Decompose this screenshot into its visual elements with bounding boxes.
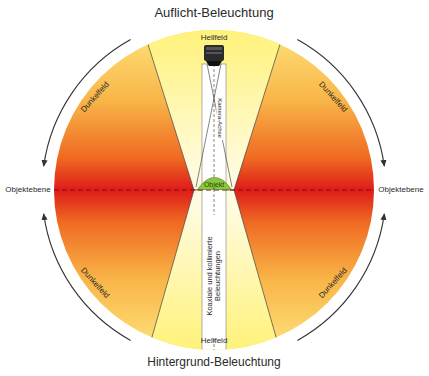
- direction-arc: [44, 214, 131, 340]
- camera-icon: [204, 45, 224, 66]
- direction-arc: [297, 40, 384, 166]
- object-shape: Objekt: [197, 177, 232, 190]
- field-of-view-line: [207, 64, 232, 187]
- axis-strip: [202, 64, 226, 364]
- direction-arc: [44, 40, 131, 166]
- section-title: Hintergrund-Beleuchtung: [144, 356, 283, 370]
- zone-label: Kamera-Achse: [217, 96, 224, 140]
- zone-label: Hellfeld: [201, 33, 228, 42]
- plane-label: Objektebene: [5, 185, 50, 194]
- direction-arc: [297, 214, 384, 340]
- zone-label: Koaxiale und kollimierte Beleuchtungen: [206, 215, 223, 337]
- zone-label: Hellfeld: [201, 336, 228, 345]
- section-title: Auflicht-Beleuchtung: [151, 6, 276, 21]
- object-label: Objekt: [197, 181, 232, 189]
- plane-label: Objektebene: [378, 185, 423, 194]
